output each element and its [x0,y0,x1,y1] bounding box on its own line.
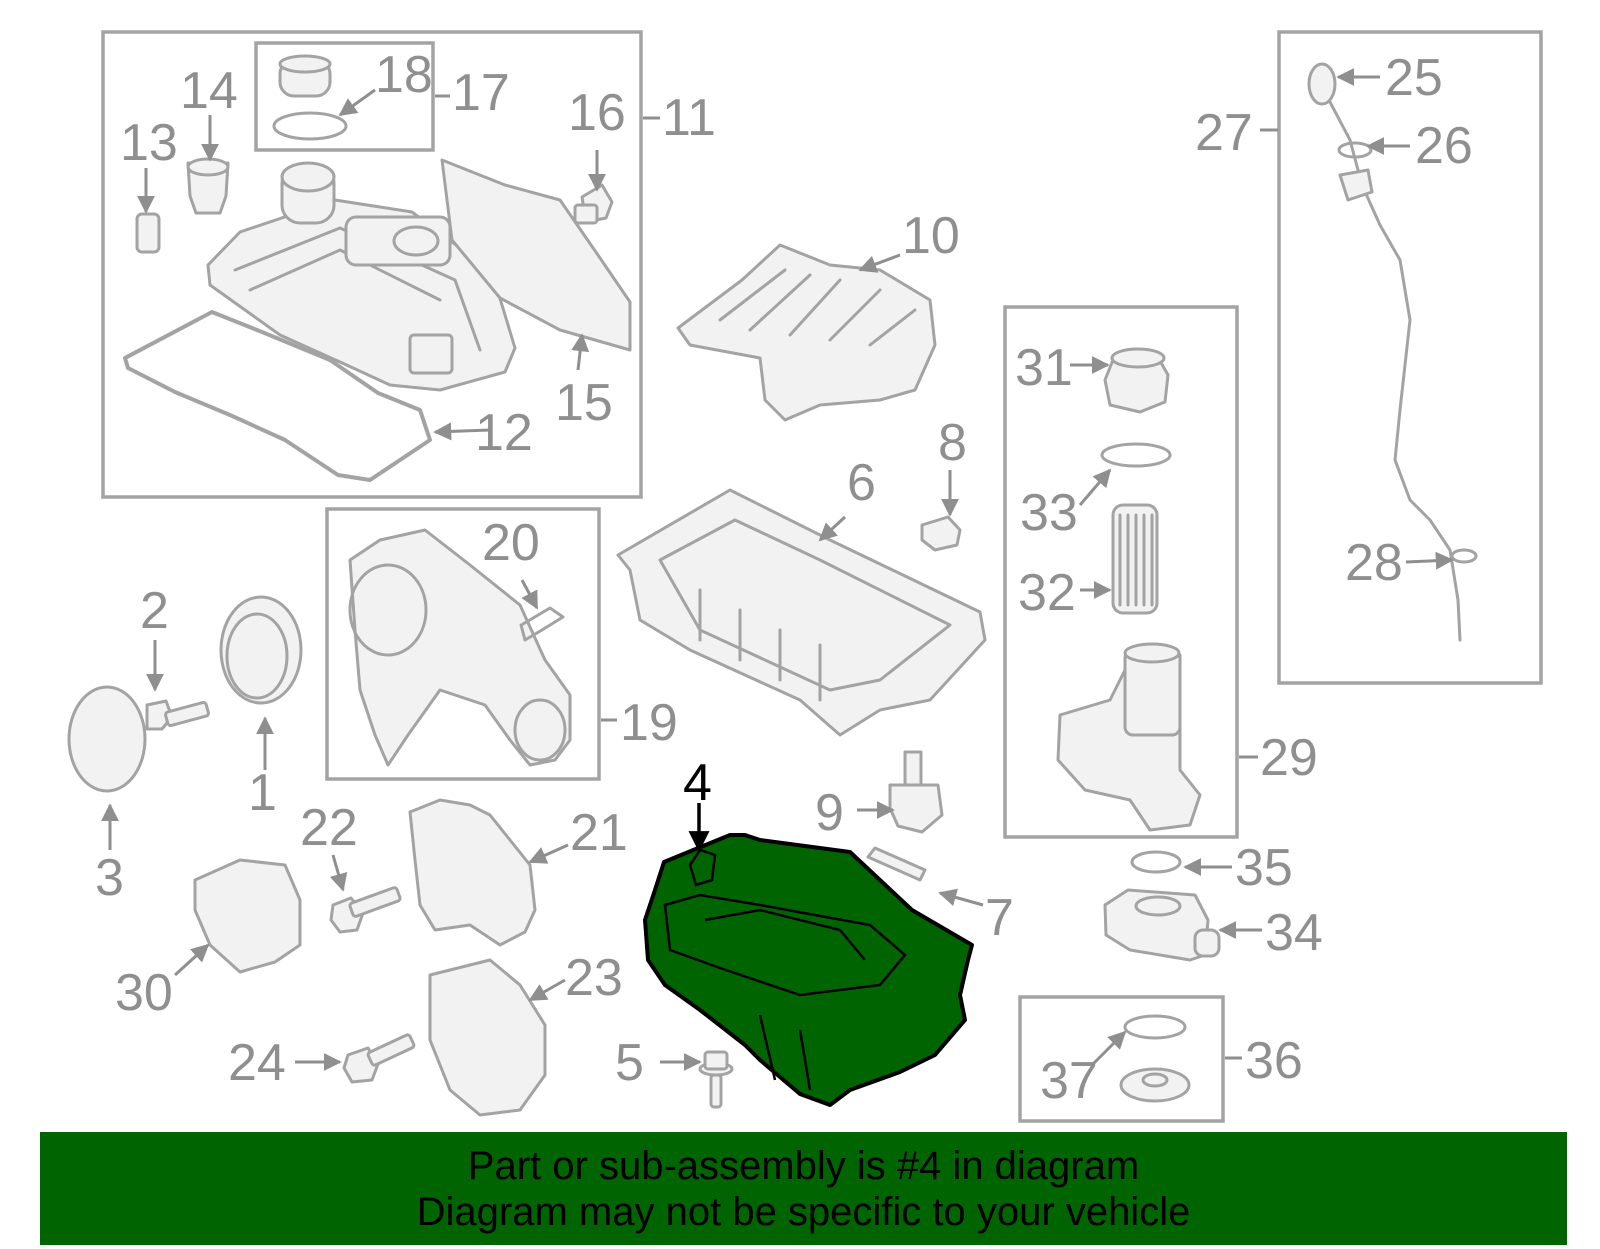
heat-shield-part [440,158,632,352]
group-box-17 [254,41,435,152]
callout-37: 37 [1040,1052,1098,1110]
pulley-parts [67,595,303,793]
group-box-11 [101,30,643,499]
banner-line-2: Diagram may not be specific to your vehi… [416,1189,1191,1234]
callout-19: 19 [620,694,678,752]
callout-25: 25 [1385,49,1443,107]
callout-16: 16 [568,84,626,142]
callout-13: 13 [120,114,178,172]
callout-21: 21 [570,804,628,862]
callout-28: 28 [1345,534,1403,592]
oil-filter-housing-parts [1056,347,1202,832]
callout-27: 27 [1195,104,1253,162]
callout-18: 18 [375,46,433,104]
gasket-part [123,310,432,482]
callout-22: 22 [300,799,358,857]
callout-35: 35 [1235,839,1293,897]
bolt-parts-22-24 [329,886,416,1084]
callout-12: 12 [475,404,533,462]
group-box-36 [1018,995,1225,1123]
callout-23: 23 [565,949,623,1007]
drain-plug-part [920,515,962,552]
banner-line-1: Part or sub-assembly is #4 in diagram [467,1143,1140,1188]
callout-10: 10 [902,207,960,265]
cover-part-21 [408,798,537,947]
callout-2: 2 [140,582,169,640]
lower-oil-pan-part-4 [643,833,974,1107]
oil-cap-part [272,54,348,141]
baffle-part [676,243,937,422]
timing-cover-part [348,528,572,767]
valve-cover-part [206,161,517,392]
callout-32: 32 [1018,564,1076,622]
callout-30: 30 [115,964,173,1022]
callout-8: 8 [938,414,967,472]
cover-part-23 [428,958,547,1117]
callout-24: 24 [228,1034,286,1092]
callout-17: 17 [452,64,510,122]
gasket-part-30 [193,858,302,974]
callout-11: 11 [662,89,716,147]
callout-29: 29 [1260,729,1318,787]
bolt-part-5 [698,1050,734,1109]
callout-7: 7 [985,889,1014,947]
group-box-27 [1277,30,1543,685]
callout-3: 3 [95,849,124,907]
callout-36: 36 [1245,1032,1303,1090]
callout-26: 26 [1415,117,1473,175]
small-parts-11 [135,157,614,254]
sealant-tube-part [866,846,927,882]
callout-5: 5 [615,1034,644,1092]
seal-kit-parts [1119,1014,1191,1103]
callout-9: 9 [815,784,844,842]
oil-level-sensor-part [888,750,944,834]
dipstick-parts [1307,62,1478,642]
callout-14: 14 [180,62,238,120]
leader-lines [101,68,1454,1071]
callout-1: 1 [248,764,277,822]
callout-34: 34 [1265,904,1323,962]
info-banner: Part or sub-assembly is #4 in diagram Di… [40,1132,1567,1245]
callout-6: 6 [847,454,876,512]
callout-33: 33 [1020,484,1078,542]
group-box-29 [1003,305,1239,839]
callout-31: 31 [1015,339,1073,397]
oil-cooler-parts [1103,850,1221,962]
callout-4: 4 [683,754,712,812]
callout-20: 20 [482,514,540,572]
callout-15: 15 [555,374,613,432]
callout-labels: 1 2 3 4 5 6 7 8 9 10 11 12 13 14 15 16 1… [95,46,1473,1110]
group-box-19 [325,507,601,781]
